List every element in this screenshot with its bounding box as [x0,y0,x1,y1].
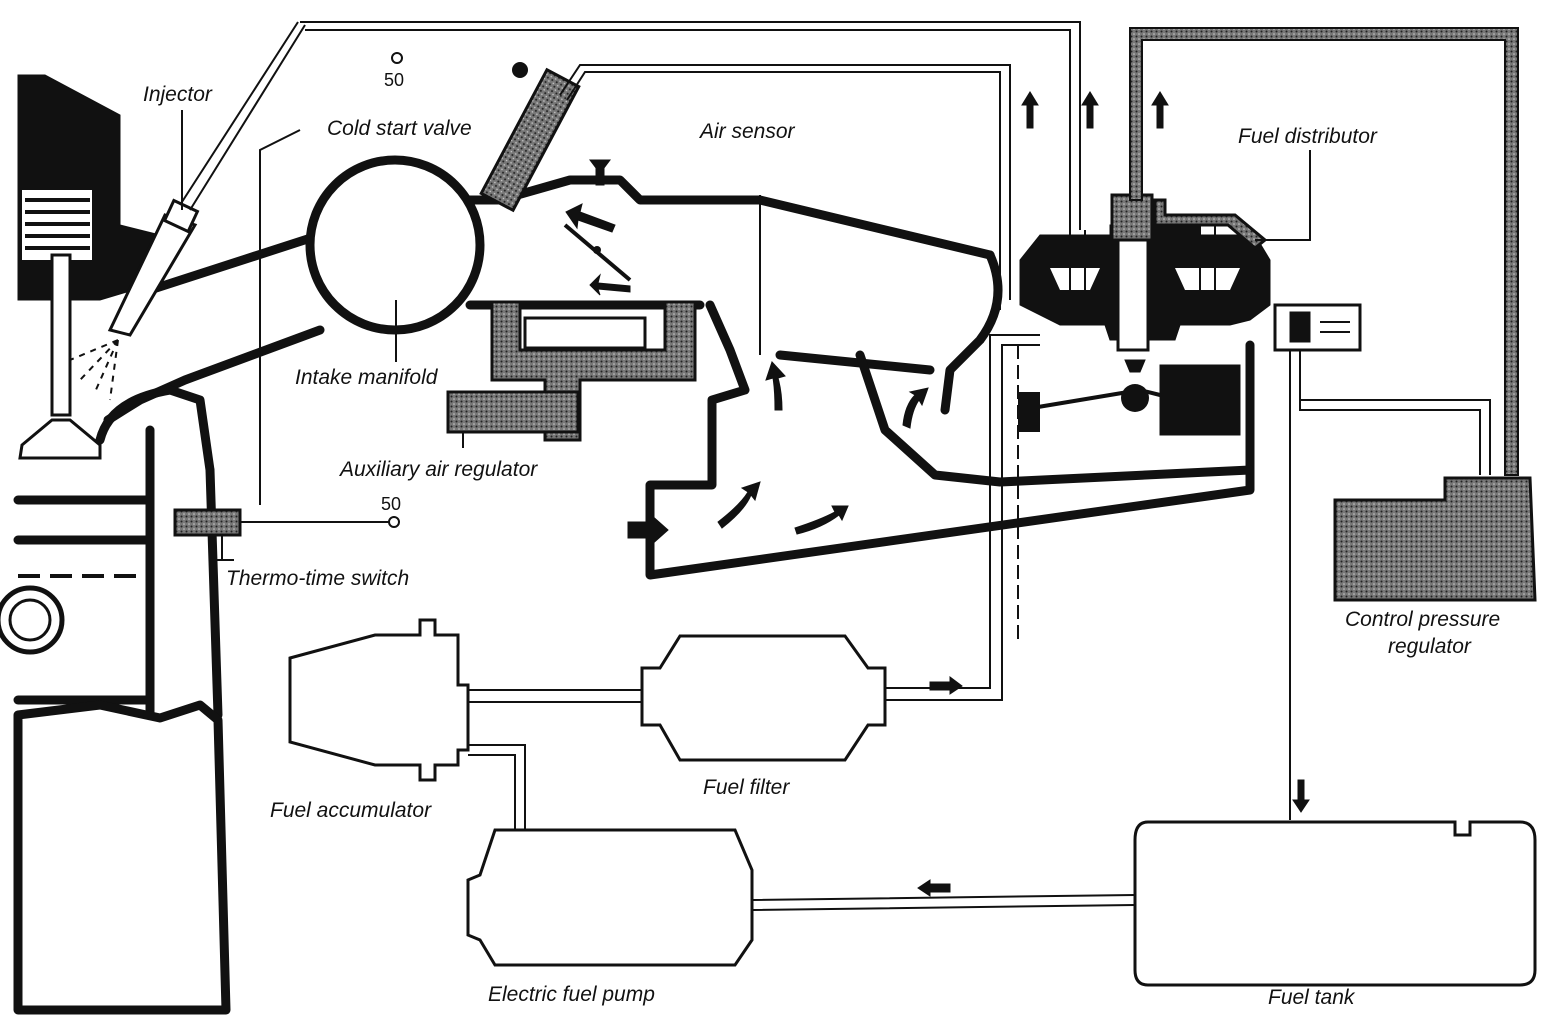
control-pressure-regulator [1333,476,1537,602]
leader-lines [181,110,1311,362]
thermo-time-switch [173,508,242,561]
electric-fuel-pump [466,828,1136,967]
fuel-tank-label: Fuel tank [1268,986,1356,1009]
idle-screw [589,159,611,186]
engine-block [0,74,231,1015]
auxiliary-air-regulator [446,300,697,448]
terminal-top-label: 50 [384,70,404,90]
intake-runner [95,230,325,475]
injector [107,21,306,337]
pressure-relief-valve [1273,303,1362,352]
fuel-filter-label: Fuel filter [703,776,790,799]
fuel-tank [1133,820,1537,987]
cold-start-valve-label: Cold start valve [327,117,472,140]
fuel-filter [640,634,887,762]
crank-circle [0,585,65,655]
fuel-distributor [1019,91,1271,373]
fuel-accumulator [288,618,642,830]
valve-spring [22,190,92,260]
flow-arrows-upper [565,203,631,296]
fuel-distributor-label: Fuel distributor [1238,125,1378,148]
air-sensor-housing [627,195,1255,580]
cold-start-valve [479,62,1011,310]
injector-label: Injector [143,83,213,106]
auxiliary-air-regulator-label: Auxiliary air regulator [338,458,538,481]
air-inlet-arrow [627,512,669,548]
intake-manifold-label: Intake manifold [295,366,439,389]
terminal-top: 50 [384,52,404,90]
throttle-plate [563,223,632,282]
fuel-accumulator-label: Fuel accumulator [270,799,432,822]
terminal-switch: 50 [381,494,401,528]
thermo-time-switch-label: Thermo-time switch [226,567,409,590]
fuel-lines [240,21,1519,820]
control-pressure-regulator-label-1: Control pressure [1345,608,1500,631]
electric-fuel-pump-label: Electric fuel pump [488,983,655,1006]
labels: Injector Cold start valve Air sensor Fue… [143,83,1500,1009]
air-sensor-label: Air sensor [698,120,796,143]
terminal-switch-label: 50 [381,494,401,514]
injector-spray [69,339,119,401]
intake-valve [18,253,102,460]
control-pressure-regulator-label-2: regulator [1388,635,1472,658]
